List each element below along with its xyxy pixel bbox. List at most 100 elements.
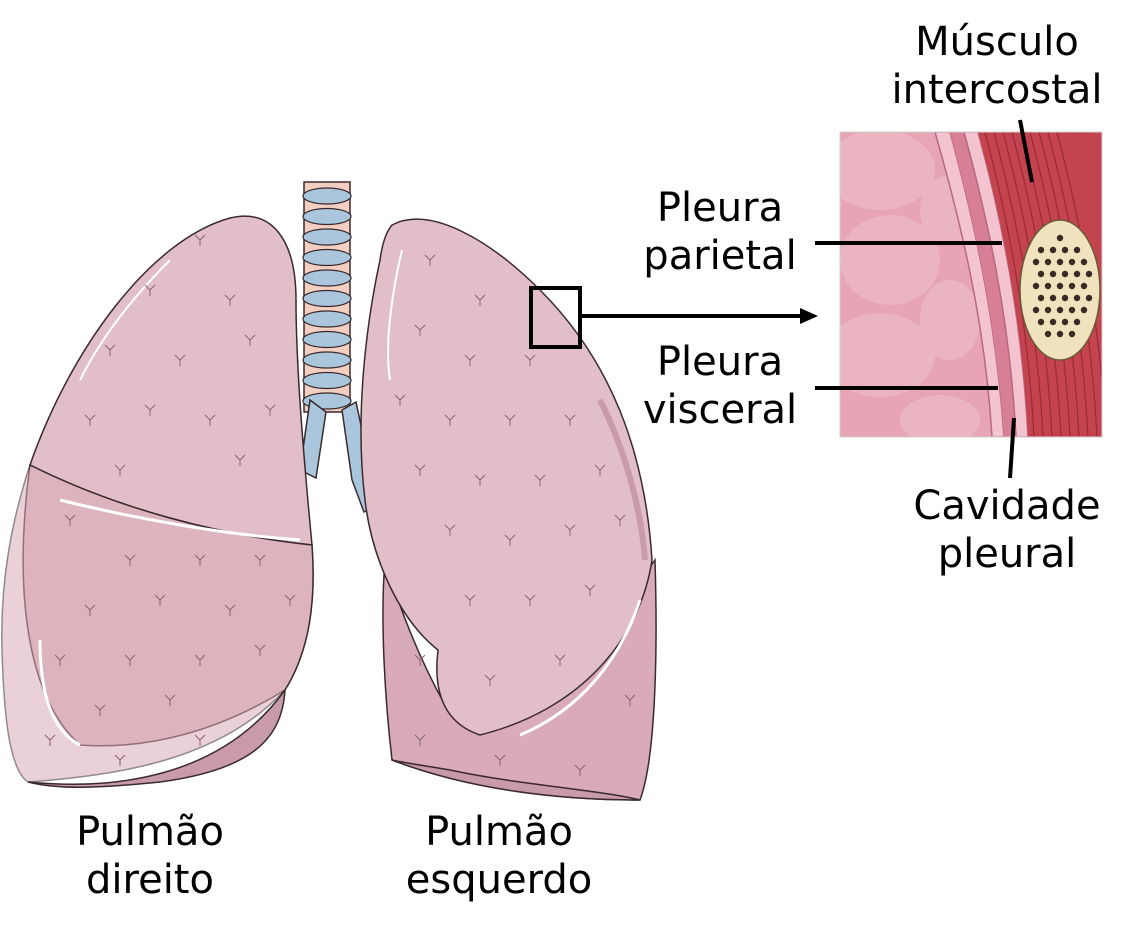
bone-pore — [1037, 246, 1045, 254]
left-lung-base-shadow — [391, 759, 641, 801]
bone-pore — [1056, 306, 1064, 314]
lung-texture-mark — [144, 284, 156, 296]
bone-pore — [1056, 282, 1064, 290]
right-lung — [1, 215, 314, 788]
left-lung-label: Pulmão esquerdo — [378, 808, 620, 904]
bone-pore — [1044, 330, 1052, 338]
lung-texture-mark — [194, 234, 206, 246]
lung-texture-mark — [84, 604, 96, 616]
bone-pore — [1037, 318, 1045, 326]
right-lung-apex-highlight — [79, 259, 171, 381]
lung-texture-mark — [224, 294, 236, 306]
lung-texture-mark — [484, 674, 496, 686]
bone-pore — [1032, 258, 1040, 266]
right-lung-base-shadow — [27, 687, 286, 788]
left-lung-label-line1: Pulmão — [425, 809, 573, 855]
visceral-pleura-label-line2: visceral — [642, 387, 798, 433]
lung-texture-mark — [64, 514, 76, 526]
bone-pore — [1061, 246, 1069, 254]
zoom-arrow-head — [800, 308, 818, 324]
lung-texture-mark — [474, 294, 486, 306]
bone-pore — [1044, 258, 1052, 266]
visceral-pleura-label: Pleura visceral — [620, 338, 820, 434]
inset-alveolus — [920, 280, 980, 360]
inset-pleural-cavity — [950, 132, 1016, 437]
lung-texture-mark — [194, 654, 206, 666]
lung-texture-marks — [44, 234, 636, 776]
left-lung-apex-highlight — [387, 249, 403, 381]
left-lung-fissure-highlight — [519, 599, 642, 737]
bone-pore — [1061, 294, 1069, 302]
lung-texture-mark — [594, 464, 606, 476]
right-lung-fissure-highlight — [59, 498, 301, 542]
trachea-ring — [302, 289, 352, 308]
lung-texture-mark — [104, 344, 116, 356]
lung-texture-mark — [414, 464, 426, 476]
lung-texture-mark — [154, 594, 166, 606]
bone-pore — [1049, 270, 1057, 278]
right-lung-label-line1: Pulmão — [76, 809, 224, 855]
bone-pore — [1085, 294, 1093, 302]
intercostal-muscle-label-line2: intercostal — [891, 67, 1103, 113]
lung-texture-mark — [444, 414, 456, 426]
right-lung-label-line2: direito — [86, 857, 214, 903]
lung-texture-mark — [174, 354, 186, 366]
inset-alveolus — [840, 215, 940, 305]
left-lung-edge-shade — [597, 398, 648, 561]
lung-texture-mark — [554, 654, 566, 666]
parietal-pleura-label: Pleura parietal — [620, 184, 820, 280]
pleural-cavity-label-line2: pleural — [937, 531, 1077, 577]
bone-pore — [1032, 282, 1040, 290]
bone-pore — [1061, 270, 1069, 278]
lung-texture-mark — [44, 734, 56, 746]
inset-alveolus — [840, 132, 935, 210]
right-lung-edge-highlight — [38, 639, 81, 747]
trachea — [299, 181, 379, 514]
bone-pore — [1068, 282, 1076, 290]
trachea-ring — [302, 351, 352, 369]
trachea-ring — [302, 248, 352, 267]
bone-pore — [1085, 270, 1093, 278]
inset-frame — [839, 131, 1103, 438]
bone-pore — [1080, 306, 1088, 314]
lung-texture-mark — [164, 694, 176, 706]
lung-texture-mark — [194, 734, 206, 746]
muscle-fiber — [984, 132, 1035, 437]
intercostal-muscle-label-line1: Músculo — [915, 19, 1079, 65]
lung-texture-mark — [94, 704, 106, 716]
lung-texture-mark — [574, 764, 586, 776]
trachea-ring — [302, 371, 352, 390]
bone-pore — [1073, 294, 1081, 302]
lung-texture-mark — [124, 554, 136, 566]
trachea-ring — [302, 330, 352, 349]
bone-pore — [1056, 258, 1064, 266]
bone-pore — [1049, 294, 1057, 302]
bone-pore — [1061, 318, 1069, 326]
lung-texture-mark — [504, 414, 516, 426]
lung-texture-mark — [564, 524, 576, 536]
lung-texture-mark — [234, 454, 246, 466]
lung-texture-mark — [144, 404, 156, 416]
right-lung-label: Pulmão direito — [38, 808, 262, 904]
bone-pore — [1032, 306, 1040, 314]
trachea-ring — [302, 310, 352, 328]
lung-texture-mark — [424, 254, 436, 266]
left-lung-label-line2: esquerdo — [405, 857, 593, 903]
lung-texture-mark — [524, 594, 536, 606]
lung-texture-mark — [624, 694, 636, 706]
lung-texture-mark — [244, 334, 256, 346]
lung-texture-mark — [564, 414, 576, 426]
pleural-cavity-label-line1: Cavidade — [913, 483, 1101, 529]
lung-texture-mark — [84, 414, 96, 426]
bone-pore — [1037, 270, 1045, 278]
bone-pore — [1037, 294, 1045, 302]
lung-texture-mark — [444, 524, 456, 536]
bone-pore — [1049, 318, 1057, 326]
bone-pore — [1068, 330, 1076, 338]
lung-texture-mark — [114, 754, 126, 766]
lung-texture-mark — [194, 554, 206, 566]
lung-texture-mark — [504, 534, 516, 546]
bone-pore — [1044, 282, 1052, 290]
